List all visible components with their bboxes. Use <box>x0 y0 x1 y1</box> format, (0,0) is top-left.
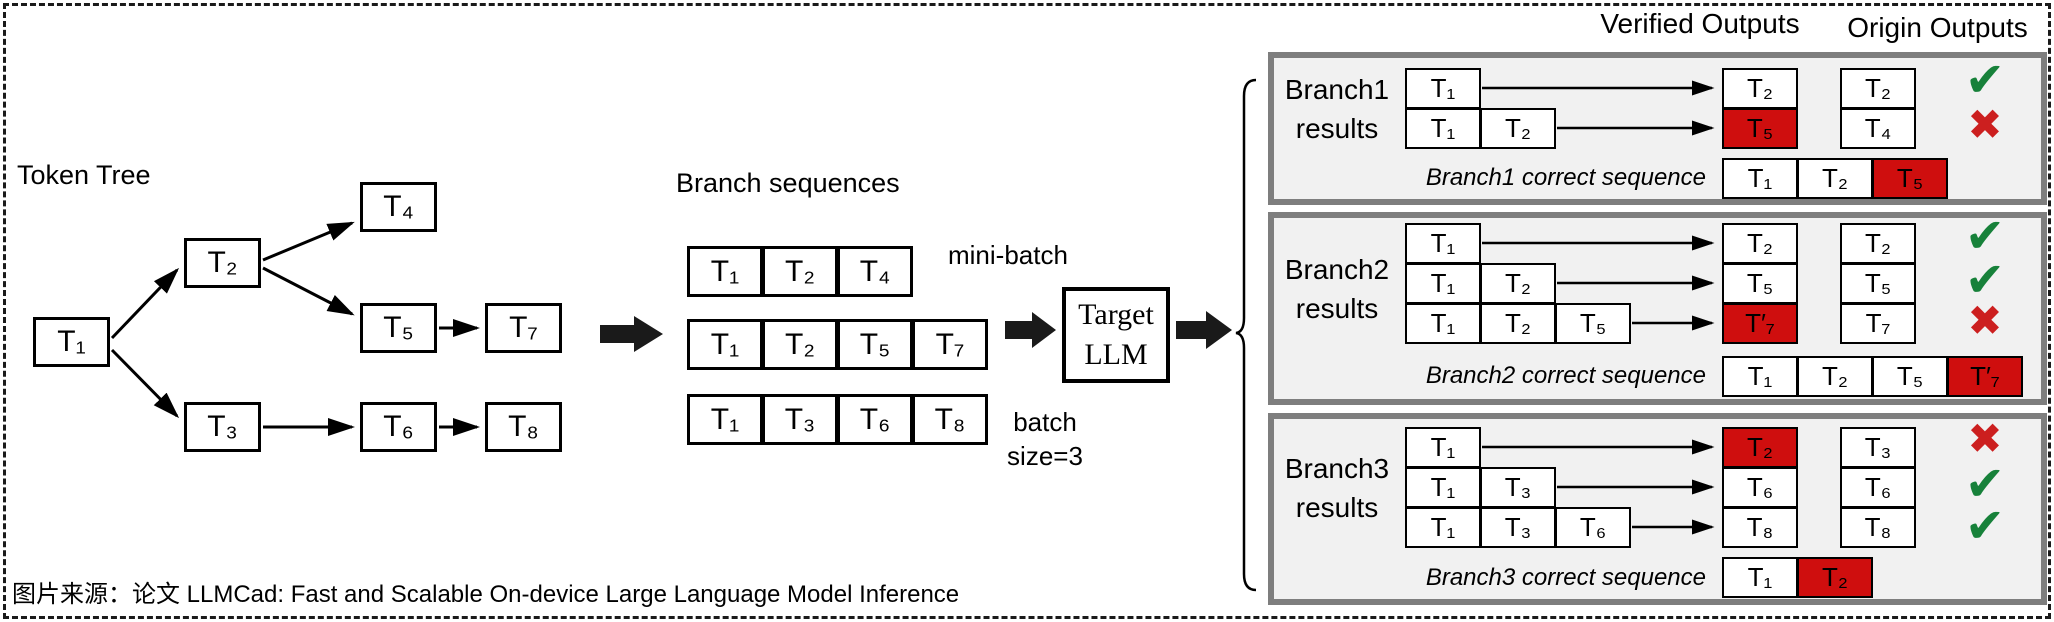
target-llm-box: Target LLM <box>1062 287 1170 383</box>
batch-size-label: batch size=3 <box>990 405 1100 473</box>
tree-node-t3: T₃ <box>184 402 261 452</box>
check-icon: ✔ <box>1964 210 2006 263</box>
branch1-correct-sequence-label: Branch1 correct sequence <box>1425 164 1706 191</box>
p3-origin-cell: T₈ <box>1840 507 1916 548</box>
cross-icon: ✖ <box>1967 297 2003 344</box>
seq-cell: T₁ <box>687 394 763 445</box>
p2-origin-cell: T₂ <box>1840 223 1916 264</box>
cross-icon: ✖ <box>1967 415 2003 462</box>
p1-origin-cell: T₂ <box>1840 68 1916 109</box>
check-icon: ✔ <box>1964 254 2006 307</box>
batch-size-line1: batch <box>1013 407 1077 437</box>
branch3-results-panel <box>1268 413 2047 605</box>
p3-origin-cell: T₃ <box>1840 427 1916 468</box>
p3-origin-cell: T₆ <box>1840 467 1916 508</box>
p3-input-cell: T₁ <box>1405 507 1481 548</box>
p1-correct-cell: T₅ <box>1872 158 1948 199</box>
branch3-label: Branch3 results <box>1272 449 1402 527</box>
p3-input-cell: T₃ <box>1480 467 1556 508</box>
check-icon: ✔ <box>1964 500 2006 553</box>
branch3-name: Branch3 <box>1284 453 1390 484</box>
check-icon: ✔ <box>1964 54 2006 107</box>
p1-correct-cell: T₁ <box>1722 158 1798 199</box>
p2-input-cell: T₅ <box>1555 303 1631 344</box>
token-tree-title: Token Tree <box>17 160 151 190</box>
p2-input-cell: T₁ <box>1405 223 1481 264</box>
cross-icon: ✖ <box>1967 101 2003 148</box>
branch1-name: Branch1 <box>1284 74 1390 105</box>
p2-input-cell: T₁ <box>1405 303 1481 344</box>
mini-batch-label: mini-batch <box>948 240 1068 270</box>
branch2-name: Branch2 <box>1284 254 1390 285</box>
branch2-correct-sequence-label: Branch2 correct sequence <box>1425 362 1706 389</box>
seq-cell: T₈ <box>912 394 988 445</box>
image-source-caption: 图片来源：论文 LLMCad: Fast and Scalable On-dev… <box>12 581 960 608</box>
tree-node-t8: T₈ <box>485 402 562 452</box>
branch2-results-word: results <box>1295 293 1379 324</box>
seq-cell: T₄ <box>837 246 913 297</box>
p2-origin-cell: T₇ <box>1840 303 1916 344</box>
p1-input-cell: T₁ <box>1405 68 1481 109</box>
p2-input-cell: T₁ <box>1405 263 1481 304</box>
tree-node-t4: T₄ <box>360 182 437 232</box>
seq-cell: T₇ <box>912 319 988 370</box>
p1-input-cell: T₂ <box>1480 108 1556 149</box>
tree-node-t2: T₂ <box>184 238 261 288</box>
p2-input-cell: T₂ <box>1480 303 1556 344</box>
p2-correct-cell: T₅ <box>1872 356 1948 397</box>
tree-node-t7: T₇ <box>485 303 562 353</box>
verified-outputs-header: Verified Outputs <box>1600 8 1800 39</box>
p2-correct-cell: T₂ <box>1797 356 1873 397</box>
seq-cell: T₆ <box>837 394 913 445</box>
branch-sequences-title: Branch sequences <box>676 168 900 198</box>
seq-cell: T₂ <box>762 246 838 297</box>
seq-cell: T₃ <box>762 394 838 445</box>
p1-verified-cell: T₂ <box>1722 68 1798 109</box>
p2-verified-cell: T₂ <box>1722 223 1798 264</box>
tree-node-t6: T₆ <box>360 402 437 452</box>
p2-correct-cell: T′₇ <box>1947 356 2023 397</box>
target-llm-line2: LLM <box>1084 338 1148 371</box>
branch1-label: Branch1 results <box>1272 70 1402 148</box>
p3-correct-cell: T₁ <box>1722 557 1798 598</box>
check-icon: ✔ <box>1964 458 2006 511</box>
p3-verified-cell: T₈ <box>1722 507 1798 548</box>
tree-node-t1: T₁ <box>33 317 110 367</box>
p3-input-cell: T₁ <box>1405 427 1481 468</box>
branch1-results-panel <box>1268 52 2047 205</box>
p2-verified-cell: T₅ <box>1722 263 1798 304</box>
seq-cell: T₁ <box>687 319 763 370</box>
seq-cell: T₅ <box>837 319 913 370</box>
p3-correct-cell: T₂ <box>1797 557 1873 598</box>
p3-verified-cell: T₆ <box>1722 467 1798 508</box>
seq-cell: T₁ <box>687 246 763 297</box>
origin-outputs-header: Origin Outputs <box>1847 12 2028 43</box>
p2-origin-cell: T₅ <box>1840 263 1916 304</box>
target-llm-line1: Target <box>1078 298 1154 331</box>
p1-correct-cell: T₂ <box>1797 158 1873 199</box>
batch-size-line2: size=3 <box>1007 441 1083 471</box>
branch2-label: Branch2 results <box>1272 250 1402 328</box>
p2-correct-cell: T₁ <box>1722 356 1798 397</box>
tree-node-t5: T₅ <box>360 303 437 353</box>
branch3-correct-sequence-label: Branch3 correct sequence <box>1425 564 1706 591</box>
p3-input-cell: T₃ <box>1480 507 1556 548</box>
p2-verified-cell: T′₇ <box>1722 303 1798 344</box>
branch1-results-word: results <box>1295 113 1379 144</box>
p1-origin-cell: T₄ <box>1840 108 1916 149</box>
p3-input-cell: T₁ <box>1405 467 1481 508</box>
p2-input-cell: T₂ <box>1480 263 1556 304</box>
p3-verified-cell: T₂ <box>1722 427 1798 468</box>
seq-cell: T₂ <box>762 319 838 370</box>
p1-input-cell: T₁ <box>1405 108 1481 149</box>
branch3-results-word: results <box>1295 492 1379 523</box>
p3-input-cell: T₆ <box>1555 507 1631 548</box>
p1-verified-cell: T₅ <box>1722 108 1798 149</box>
